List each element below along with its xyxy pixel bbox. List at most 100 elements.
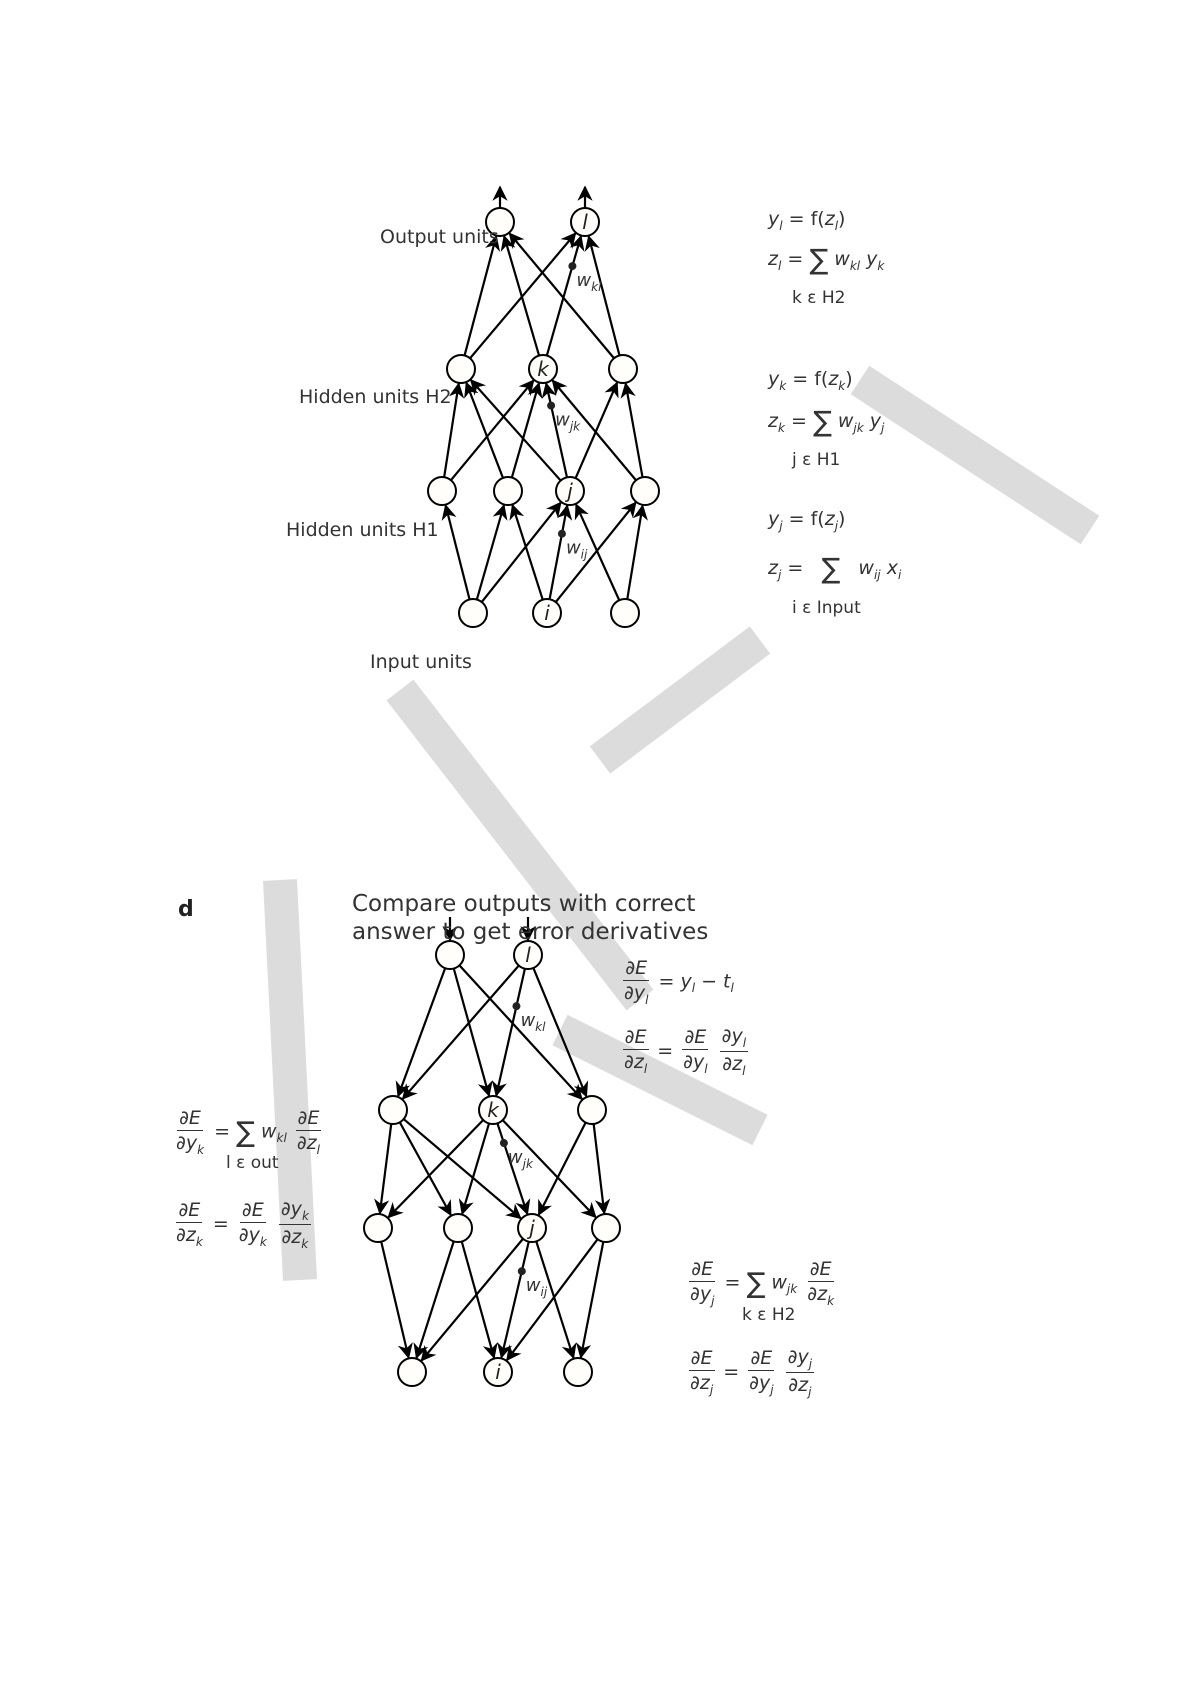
d-edge-h1-h2 <box>387 1119 485 1219</box>
c-h2-node <box>608 354 638 384</box>
c-weight-ij: wij <box>566 538 588 562</box>
equation-dE-dzk: ∂E∂zk = ∂E∂yk ∂yk∂zk <box>176 1198 311 1251</box>
c-h2-node <box>528 354 558 384</box>
c-input-node <box>532 598 562 628</box>
d-edge-h1-h2 <box>592 1123 611 1215</box>
node-label: j <box>564 479 573 503</box>
c-weight-jk: wjk <box>555 410 581 434</box>
hidden-h1-label: Hidden units H1 <box>286 519 439 541</box>
sum-range-h2: k ε H2 <box>792 288 846 308</box>
node-label: l <box>582 210 588 234</box>
c-edge-h2-output <box>584 235 621 356</box>
c-edge-h1-h2 <box>469 379 562 482</box>
d-weight-ij: wij <box>526 1275 548 1299</box>
equation-dE-dyj: ∂E∂yj = ∑ wjk ∂E∂zk <box>689 1258 835 1308</box>
c-edge-input-h1 <box>574 503 621 601</box>
equation-yj: yj = f(zj) <box>768 508 846 533</box>
d-edge-input-h1 <box>535 1241 577 1360</box>
sum-range-h2-d: k ε H2 <box>742 1305 796 1325</box>
c-edge-h2-output <box>500 234 541 356</box>
d-input-node <box>483 1357 513 1387</box>
d-h2-node <box>577 1095 607 1125</box>
d-edge-h2-output <box>532 967 589 1098</box>
node-label: j <box>526 1216 535 1240</box>
watermark-stroke <box>589 626 771 774</box>
c-edge-h1-h2 <box>574 381 619 479</box>
c-h1-node <box>555 476 585 506</box>
c-edge-input-h1 <box>480 501 562 603</box>
d-edge-h2-output <box>401 964 520 1100</box>
sum-range-out: l ε out <box>226 1153 279 1173</box>
c-output-node <box>485 207 515 237</box>
d-h1-node <box>591 1213 621 1243</box>
weight-dot <box>557 529 566 538</box>
equation-zl: zl = ∑ wkl yk <box>768 243 885 276</box>
watermark-stroke <box>263 879 317 1281</box>
sum-range-input: i ε Input <box>792 598 861 618</box>
c-edge-h2-output <box>463 235 501 356</box>
d-edge-h1-h2 <box>537 1121 587 1217</box>
sum-range-h1: j ε H1 <box>792 450 841 470</box>
d-edge-input-h1 <box>413 1241 455 1360</box>
d-weight-kl: wkl <box>520 1010 546 1034</box>
equation-dE-dzj: ∂E∂zj = ∂E∂yj ∂yj∂zj <box>688 1346 815 1399</box>
node-label: i <box>544 601 550 625</box>
d-edge-h2-output <box>395 967 447 1098</box>
d-edge-input-h1 <box>497 1241 530 1359</box>
c-h1-node <box>427 476 457 506</box>
d-edge-h2-output <box>491 968 526 1097</box>
d-edge-h2-output <box>458 964 583 1101</box>
equation-yk: yk = f(zk) <box>768 368 853 393</box>
d-edge-h1-h2 <box>402 1118 522 1220</box>
equation-dE-dyl: ∂E∂yl = yl − tl <box>623 957 734 1007</box>
watermark-stroke <box>850 365 1100 545</box>
node-label: k <box>487 1098 500 1122</box>
d-h1-node <box>443 1213 473 1243</box>
d-weight-jk: wjk <box>508 1147 534 1171</box>
weight-dot <box>512 1002 521 1011</box>
c-h2-node <box>446 354 476 384</box>
d-edge-h2-output <box>452 968 493 1098</box>
d-output-node <box>513 940 543 970</box>
c-edge-h1-h2 <box>551 379 637 481</box>
output-units-label: Output units <box>380 226 499 248</box>
d-edge-input-h1 <box>460 1241 498 1360</box>
weight-dot <box>499 1139 508 1148</box>
equation-dE-dzl: ∂E∂zl = ∂E∂yl ∂yl∂zl <box>622 1025 749 1078</box>
equation-yl: yl = f(zl) <box>768 208 846 233</box>
c-h1-node <box>493 476 523 506</box>
d-edge-input-h1 <box>575 1241 605 1359</box>
d-h2-node <box>378 1095 408 1125</box>
hidden-h2-label: Hidden units H2 <box>299 386 452 408</box>
equation-zk: zk = ∑ wjk yj <box>768 405 885 438</box>
c-edge-h2-output <box>508 232 615 359</box>
c-edge-h1-h2 <box>443 382 465 478</box>
d-h1-node <box>517 1213 547 1243</box>
d-edge-h1-h2 <box>496 1122 531 1216</box>
node-label: l <box>525 943 531 967</box>
watermark-stroke <box>386 679 654 1011</box>
c-edge-h1-h2 <box>450 379 535 481</box>
node-label: k <box>537 357 550 381</box>
node-label: i <box>495 1360 501 1384</box>
d-edge-input-h1 <box>506 1238 599 1362</box>
c-edge-input-h1 <box>626 504 648 600</box>
c-edge-input-h1 <box>475 503 508 600</box>
c-edge-h2-output <box>545 234 585 356</box>
weight-dot <box>517 1267 526 1276</box>
c-output-node <box>570 207 600 237</box>
c-input-node <box>458 598 488 628</box>
d-edge-h1-h2 <box>501 1119 597 1219</box>
weight-dot <box>568 262 577 271</box>
d-input-node <box>397 1357 427 1387</box>
c-edge-input-h1 <box>441 504 471 600</box>
c-edge-h1-h2 <box>510 381 543 478</box>
c-edge-input-h1 <box>509 503 544 600</box>
c-edge-input-h1 <box>548 504 573 600</box>
c-edge-input-h1 <box>554 501 637 603</box>
watermark-stroke <box>552 1014 768 1146</box>
d-h1-node <box>363 1213 393 1243</box>
c-h1-node <box>630 476 660 506</box>
